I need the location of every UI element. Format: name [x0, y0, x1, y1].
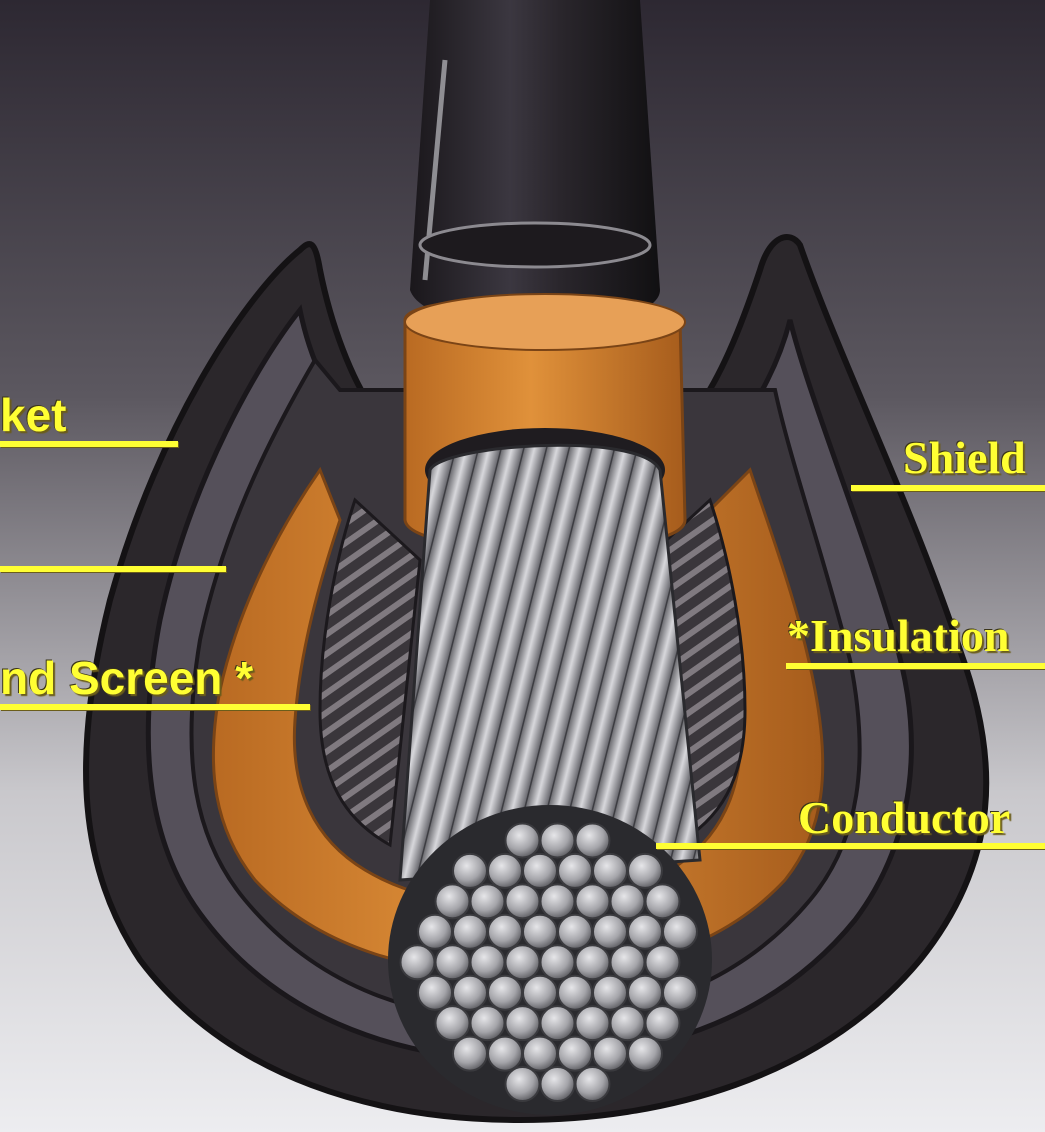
conductor-strand-end — [471, 945, 505, 979]
conductor-strand-end — [453, 1037, 487, 1071]
conductor-strand-end — [576, 1067, 610, 1101]
conductor-strand-end — [436, 1006, 470, 1040]
conductor-strand-end — [593, 915, 627, 949]
conductor-strand-end — [453, 915, 487, 949]
insulation-underline — [786, 663, 1045, 669]
conductor-strand-end — [663, 915, 697, 949]
conductor-strand-end — [541, 823, 575, 857]
conductor-strand-end — [488, 1037, 522, 1071]
conductor-strand-end — [646, 884, 680, 918]
conductor-strand-end — [576, 823, 610, 857]
conductor-underline — [656, 843, 1045, 849]
conductor-strand-end — [506, 1067, 540, 1101]
conductor-strand-end — [453, 854, 487, 888]
conductor-strand-end — [646, 1006, 680, 1040]
conductor-strand-end — [506, 945, 540, 979]
conductor-strand-end — [628, 915, 662, 949]
conductor-label: Conductor — [798, 795, 1010, 841]
conductor-strand-end — [541, 884, 575, 918]
conductor-strand-end — [506, 1006, 540, 1040]
conductor-strand-end — [401, 945, 435, 979]
conductor-strand-end — [611, 884, 645, 918]
conductor-strand-end — [523, 854, 557, 888]
conductor-strand-end — [523, 915, 557, 949]
conductor-strand-end — [593, 1037, 627, 1071]
unlabeled-underline — [0, 566, 226, 572]
conductor-strand-end — [646, 945, 680, 979]
shield-label: Shield — [903, 435, 1026, 481]
conductor-strand-end — [576, 884, 610, 918]
jacket-underline — [0, 441, 178, 447]
conductor-strand-end — [558, 854, 592, 888]
conductor-strand-end — [506, 884, 540, 918]
conductor-strand-end — [628, 854, 662, 888]
conductor-strand-end — [506, 823, 540, 857]
insulation-label: *Insulation — [787, 613, 1009, 659]
conductor-strand-end — [488, 976, 522, 1010]
screen-underline — [0, 704, 310, 710]
conductor-strand-end — [558, 976, 592, 1010]
conductor-strand-end — [628, 976, 662, 1010]
jacket-label: ket — [0, 392, 66, 438]
conductor-strand-end — [418, 976, 452, 1010]
conductor-strand-end — [541, 945, 575, 979]
conductor-strand-end — [576, 1006, 610, 1040]
conductor-strand-end — [593, 976, 627, 1010]
conductor-strand-end — [593, 854, 627, 888]
conductor-strand-end — [436, 884, 470, 918]
conductor-strand-end — [471, 884, 505, 918]
conductor-strand-end — [471, 1006, 505, 1040]
conductor-strand-end — [418, 915, 452, 949]
conductor-strand-end — [611, 945, 645, 979]
conductor-strand-end — [436, 945, 470, 979]
conductor-strand-end — [488, 854, 522, 888]
conductor-strand-end — [523, 1037, 557, 1071]
conductor-strand-end — [541, 1006, 575, 1040]
conductor-end-face — [388, 805, 712, 1115]
conductor-strand-end — [663, 976, 697, 1010]
conductor-strand-end — [488, 915, 522, 949]
screen-label: nd Screen * — [0, 655, 253, 701]
conductor-strand-end — [558, 1037, 592, 1071]
conductor-strand-end — [628, 1037, 662, 1071]
conductor-strand-end — [576, 945, 610, 979]
conductor-strand-end — [558, 915, 592, 949]
conductor-strand-end — [523, 976, 557, 1010]
conductor-strand-end — [611, 1006, 645, 1040]
conductor-strand-end — [541, 1067, 575, 1101]
conductor-strand-end — [453, 976, 487, 1010]
shield-underline — [851, 485, 1045, 491]
cable-sheath — [410, 0, 660, 330]
